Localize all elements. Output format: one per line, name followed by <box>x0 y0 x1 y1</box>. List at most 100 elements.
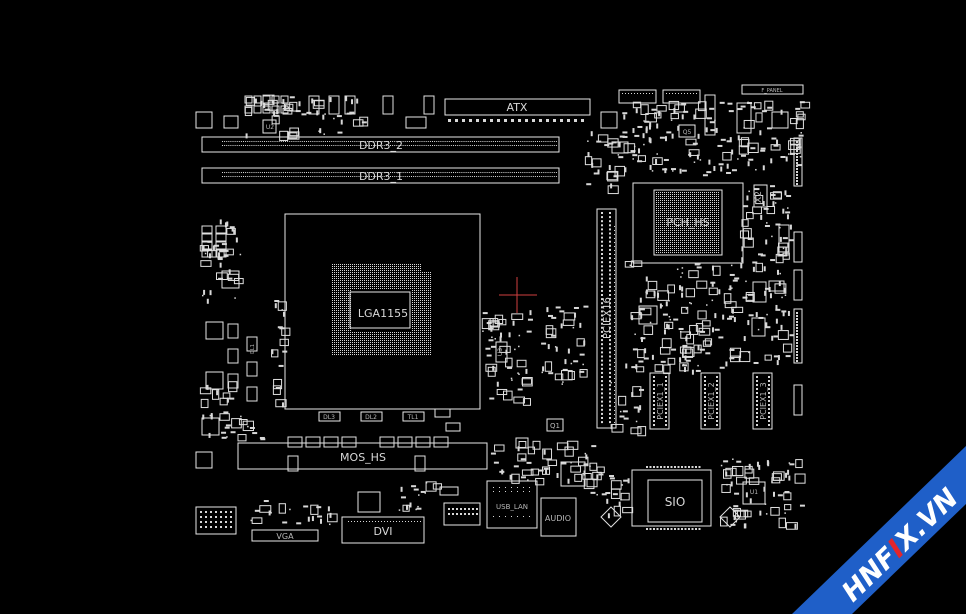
smd-part <box>282 350 288 353</box>
via <box>668 315 671 318</box>
smd-part <box>728 315 734 318</box>
small-chip <box>618 395 627 406</box>
small-chip <box>795 118 804 130</box>
smd-part <box>282 311 285 317</box>
smd-part <box>224 222 227 228</box>
top-part <box>344 95 356 115</box>
smd-part <box>206 298 209 304</box>
small-chip <box>496 388 508 396</box>
smd-part <box>732 279 738 282</box>
smd-part <box>679 357 682 363</box>
smd-part <box>263 500 269 503</box>
dvi-pins <box>348 521 421 522</box>
via <box>699 159 702 161</box>
smd-part <box>567 348 570 354</box>
smd-part <box>764 287 770 290</box>
smd-part <box>750 147 756 150</box>
smd-part <box>697 133 700 139</box>
small-chip <box>746 212 754 220</box>
small-chip <box>674 104 685 113</box>
smd-part <box>726 163 729 169</box>
smd-part <box>773 335 779 338</box>
smd-part <box>681 169 687 172</box>
small-chip <box>736 476 747 485</box>
smd-part <box>782 237 788 240</box>
smd-part <box>591 162 594 168</box>
smd-part <box>637 160 643 163</box>
via <box>784 512 786 514</box>
smd-part <box>798 134 804 137</box>
small-chip <box>485 363 498 372</box>
smd-part <box>717 144 723 147</box>
smd-part <box>750 106 756 109</box>
smd-part <box>699 348 705 351</box>
header-right-4-pins <box>796 312 798 362</box>
atx-label: ATX <box>507 101 528 114</box>
usb-header <box>443 502 481 526</box>
small-chip <box>282 107 293 115</box>
via <box>766 313 768 316</box>
smd-part <box>319 518 322 524</box>
vga-label: VGA <box>276 532 294 541</box>
small-chip <box>273 378 283 390</box>
smd-part <box>605 492 611 495</box>
via <box>398 509 401 511</box>
smd-part <box>740 263 743 269</box>
small-chip <box>679 362 689 372</box>
via <box>669 318 672 321</box>
smd-part <box>225 424 231 427</box>
smd-part <box>705 127 708 133</box>
small-chip <box>610 480 622 490</box>
via <box>737 158 739 160</box>
small-chip <box>652 157 663 166</box>
smd-part <box>361 121 367 124</box>
small-chip <box>632 101 642 109</box>
smd-part <box>555 306 561 309</box>
small-chip <box>622 506 634 514</box>
mos-choke <box>414 455 426 472</box>
usb-lan-pins-top <box>493 487 530 492</box>
smd-part <box>284 104 287 110</box>
smd-part <box>663 329 666 335</box>
small-chip <box>782 343 793 353</box>
ddr3-2-slot <box>201 136 560 153</box>
small-chip <box>739 230 750 239</box>
via <box>651 170 654 172</box>
smd-part <box>671 348 677 351</box>
smd-part <box>573 360 579 363</box>
smd-part <box>276 109 279 115</box>
via <box>676 268 679 271</box>
smd-part <box>598 473 604 476</box>
small-chip <box>237 434 247 442</box>
smd-part <box>485 347 491 350</box>
via <box>649 321 652 324</box>
via <box>323 133 325 135</box>
small-chip <box>219 413 230 421</box>
smd-part <box>590 491 596 494</box>
smd-part <box>772 201 775 207</box>
smd-part <box>725 361 728 367</box>
smd-part <box>224 426 230 429</box>
small-chip <box>695 108 707 119</box>
smd-part <box>492 365 495 371</box>
via <box>482 330 484 332</box>
via <box>711 299 714 302</box>
via <box>418 494 420 496</box>
pciex1-2-label: PCIEX1_2 <box>707 382 716 419</box>
via <box>584 452 587 455</box>
small-chip <box>432 483 442 490</box>
smd-part <box>486 354 492 357</box>
via <box>748 351 750 354</box>
smd-part <box>689 152 692 158</box>
dvi-connector <box>341 516 425 544</box>
smd-part <box>281 402 284 408</box>
via <box>318 130 320 132</box>
top-cap <box>280 105 289 114</box>
smd-part <box>208 432 211 438</box>
smd-part <box>547 344 550 350</box>
mos-fet <box>341 436 357 448</box>
small-chip <box>795 111 804 118</box>
small-chip <box>200 398 209 409</box>
smd-part <box>493 461 499 464</box>
smd-part <box>351 99 354 105</box>
